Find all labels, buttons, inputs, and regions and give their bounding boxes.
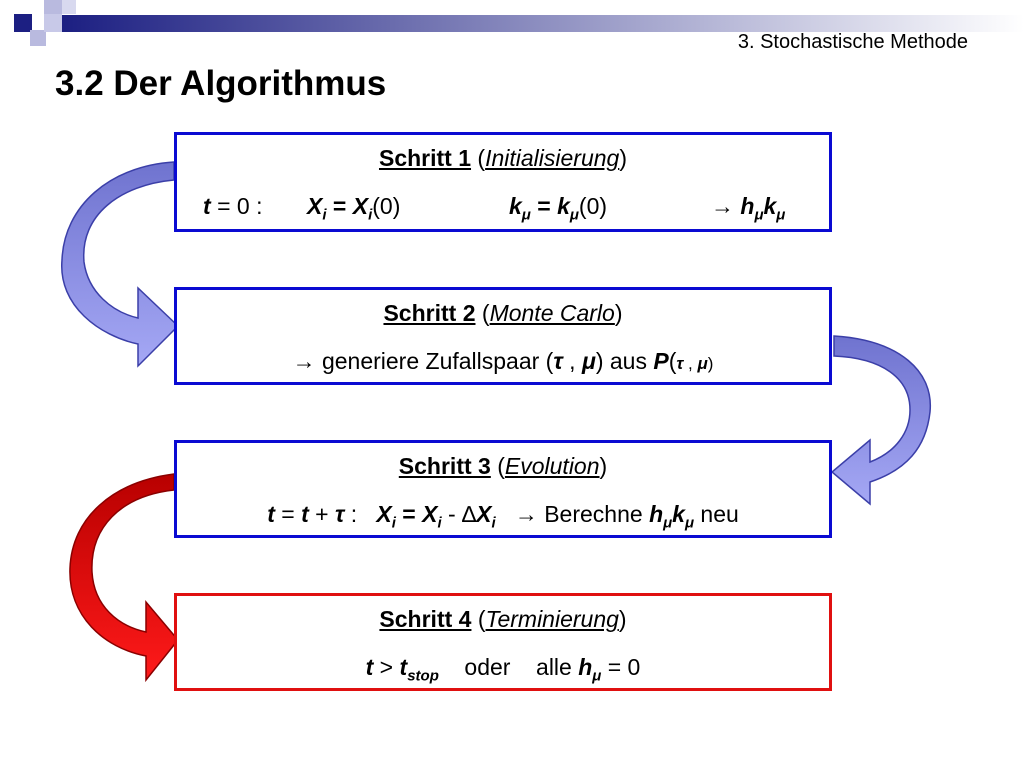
step3-arrow: → Berechne — [514, 501, 650, 527]
step4-oder: oder — [464, 654, 511, 680]
arrow-step1-to-step2 — [61, 161, 180, 368]
step3-text: t = t + τ : Xi = Xi - ∆Xi → Berechne hμk… — [177, 501, 829, 532]
step2-mu: μ — [581, 348, 596, 374]
step3-mu: μ — [663, 514, 673, 532]
step3-neu: neu — [694, 501, 739, 527]
step1-x-assign: Xi = Xi(0) — [307, 193, 400, 224]
step3-t: t — [267, 501, 275, 527]
step1-h: h — [740, 193, 755, 219]
step2-heading-label: Schritt 2 — [383, 300, 476, 326]
step4-mu: μ — [592, 667, 602, 685]
step2-tau2: τ — [676, 354, 684, 373]
step3-minus: - ∆ — [441, 501, 477, 527]
step1-k: k — [509, 193, 522, 219]
step1-x2: X — [352, 193, 369, 219]
step3-mu2: μ — [684, 514, 695, 532]
step1-heading: Schritt 1 (Initialisierung) — [378, 145, 627, 171]
step2-heading-sub: Monte Carlo — [489, 300, 615, 326]
step2-text: → generiere Zufallspaar (τ , μ) aus P(τ … — [177, 348, 829, 375]
step1-i2: i — [368, 206, 373, 224]
step4-heading-sub: Terminierung — [485, 606, 619, 632]
step3-eq2: = — [395, 501, 423, 527]
gradient-bar — [62, 15, 1024, 32]
step1-mu3: μ — [754, 206, 764, 224]
arrow-step3-to-step4 — [69, 473, 179, 683]
deco-square — [44, 0, 62, 14]
step1-t-value: = 0 : — [217, 193, 263, 219]
step3-box: Schritt 3 (Evolution) t = t + τ : Xi = X… — [174, 440, 832, 538]
decorative-banner — [14, 0, 1024, 46]
step3-i2: i — [437, 514, 442, 532]
deco-square — [44, 14, 62, 32]
step2-comma: , — [562, 348, 582, 374]
step4-alle: alle — [536, 654, 579, 680]
step2-tau: τ — [553, 348, 563, 374]
step4-heading-label: Schritt 4 — [379, 606, 472, 632]
step2-text1: → generiere Zufallspaar ( — [292, 348, 554, 374]
step3-x2: X — [422, 501, 438, 527]
step2-comma2: , — [683, 354, 698, 373]
step3-plus: + — [308, 501, 335, 527]
step1-x: X — [307, 193, 323, 219]
step4-h: h — [578, 654, 593, 680]
deco-square — [30, 30, 46, 46]
section-label: 3. Stochastische Methode — [737, 31, 968, 53]
step1-hk: → hμkμ — [711, 193, 785, 224]
step1-t: t — [203, 193, 211, 219]
step1-heading-label: Schritt 1 — [378, 145, 472, 171]
step4-t2: t — [399, 654, 408, 680]
step3-i3: i — [491, 514, 496, 532]
step1-i: i — [322, 206, 327, 224]
step1-eq: = — [326, 193, 353, 219]
step1-box: Schritt 1 (Initialisierung) t = 0 : Xi =… — [174, 132, 832, 232]
step1-k-assign: kμ = kμ(0) — [509, 193, 607, 224]
step2-heading: Schritt 2 (Monte Carlo) — [383, 300, 623, 326]
deco-square — [14, 14, 32, 32]
step1-k2: k — [557, 193, 570, 219]
step2-close: ) — [707, 354, 714, 373]
step1-mu2: μ — [569, 206, 579, 224]
step3-x3: X — [476, 501, 492, 527]
step3-heading-sub: Evolution — [504, 453, 600, 479]
step1-x0: (0) — [372, 193, 401, 219]
step3-colon: : — [344, 501, 358, 527]
step4-gt: > — [373, 654, 400, 680]
step4-zero: = 0 — [601, 654, 641, 680]
step2-open: ( — [668, 348, 677, 374]
step1-k0: (0) — [578, 193, 608, 219]
step1-k3: k — [763, 193, 777, 219]
page-title: 3.2 Der Algorithmus — [55, 64, 387, 103]
step1-arrow: → — [711, 193, 734, 219]
step3-x: X — [376, 501, 392, 527]
step2-P: P — [653, 348, 669, 374]
step3-tau: τ — [335, 501, 345, 527]
step3-eq: = — [274, 501, 302, 527]
step2-mu2: μ — [697, 354, 708, 373]
step1-mu: μ — [521, 206, 531, 224]
step2-box: Schritt 2 (Monte Carlo) → generiere Zufa… — [174, 287, 832, 385]
step3-h: h — [649, 501, 664, 527]
step1-mu4: μ — [776, 206, 786, 224]
step3-heading-label: Schritt 3 — [398, 453, 491, 479]
step4-text: t > tstop oder alle hμ = 0 — [177, 654, 829, 685]
step3-k: k — [672, 501, 685, 527]
step1-eq2: = — [530, 193, 558, 219]
step4-heading: Schritt 4 (Terminierung) — [379, 606, 627, 632]
step3-t2: t — [301, 501, 309, 527]
step3-i: i — [391, 514, 396, 532]
arrow-step2-to-step3 — [830, 335, 932, 506]
step1-heading-sub: Initialisierung — [485, 145, 620, 171]
step1-t-assign: t = 0 : — [203, 193, 262, 220]
step4-stop: stop — [407, 667, 439, 685]
step4-t: t — [365, 654, 374, 680]
step4-box: Schritt 4 (Terminierung) t > tstop oder … — [174, 593, 832, 691]
deco-square — [62, 0, 76, 14]
step3-heading: Schritt 3 (Evolution) — [398, 453, 608, 479]
step2-text2: ) aus — [595, 348, 654, 374]
